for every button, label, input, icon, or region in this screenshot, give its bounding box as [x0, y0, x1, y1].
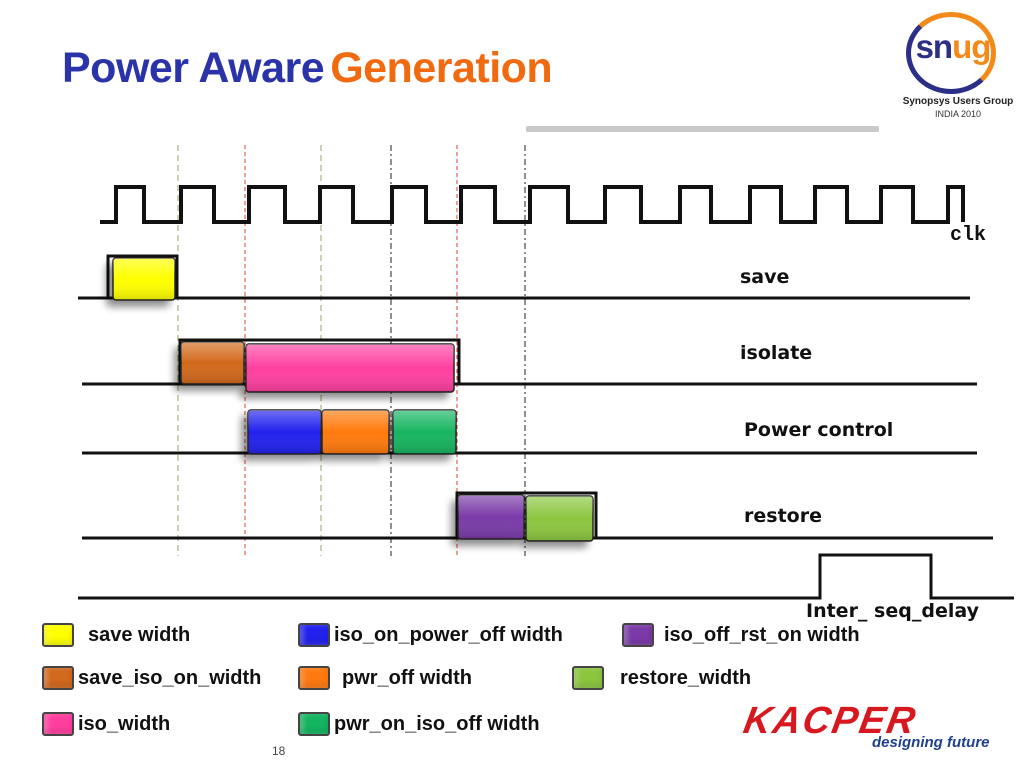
- legend-swatch: [622, 623, 654, 647]
- legend-swatch: [42, 623, 74, 647]
- legend-iso-off-rst-on-width: iso_off_rst_on width: [622, 622, 860, 648]
- restore-pulse-outline: [455, 491, 598, 538]
- title-part-1: Power Aware: [62, 44, 325, 92]
- legend-swatch: [298, 712, 330, 736]
- legend-label: pwr_off width: [342, 666, 472, 689]
- legend-iso-on-power-off-width: iso_on_power_off width: [298, 622, 563, 648]
- legend-swatch: [298, 623, 330, 647]
- clk-waveform: [100, 185, 965, 224]
- clk-label: clk: [950, 224, 987, 247]
- iso-on-power-off-width-segment: [247, 409, 322, 455]
- kacper-tagline: designing future: [872, 734, 990, 751]
- logo-word: snug: [910, 28, 996, 66]
- power-control-label: Power control: [744, 419, 894, 441]
- legend-label: iso_width: [78, 712, 171, 735]
- kacper-logo: KACPER designing future: [740, 700, 1006, 756]
- legend-save-width: save width: [42, 622, 190, 648]
- save-width-segment: [112, 257, 176, 301]
- iso-off-rst-on-width-segment: [457, 494, 525, 540]
- pwr-off-width-segment: [321, 409, 390, 455]
- logo-subtitle: Synopsys Users Group: [902, 96, 1014, 107]
- pwr-on-iso-off-width-segment: [392, 409, 457, 455]
- iso-width-segment: [245, 343, 455, 393]
- logo-word-b: ug: [952, 28, 991, 65]
- restore-width-segment: [525, 495, 594, 542]
- inter-seq-delay-waveform: [78, 553, 1014, 600]
- title-underline: [526, 126, 879, 132]
- legend-label: save_iso_on_width: [78, 666, 262, 689]
- legend-label: save width: [88, 623, 191, 646]
- legend-swatch: [42, 666, 74, 690]
- save-iso-on-width-segment: [180, 341, 245, 385]
- title-part-2: Generation: [330, 44, 553, 92]
- logo-ring-icon: [906, 12, 996, 94]
- legend-pwr-on-iso-off-width: pwr_on_iso_off width: [298, 711, 540, 737]
- legend-save-iso-on-width: save_iso_on_width: [42, 665, 261, 691]
- save-pulse-outline: [106, 254, 179, 298]
- save-label: save: [740, 266, 790, 288]
- legend-label: iso_on_power_off width: [334, 623, 563, 646]
- isolate-label: isolate: [740, 342, 813, 364]
- legend-iso-width: iso_width: [42, 711, 170, 737]
- legend-restore-width: restore_width: [572, 665, 751, 691]
- legend-swatch: [298, 666, 330, 690]
- logo-year: INDIA 2010: [934, 109, 982, 119]
- restore-label: restore: [744, 505, 822, 527]
- logo-word-a: sn: [915, 28, 954, 65]
- legend-swatch: [42, 712, 74, 736]
- legend-label: pwr_on_iso_off width: [334, 712, 540, 735]
- legend-label: restore_width: [620, 666, 752, 689]
- inter-seq-delay-label: Inter_ seq_delay: [806, 600, 979, 622]
- legend-swatch: [572, 666, 604, 690]
- legend-label: iso_off_rst_on width: [664, 623, 860, 646]
- isolate-pulse-outline: [178, 338, 461, 384]
- snug-logo: snug Synopsys Users Group INDIA 2010: [892, 12, 1024, 124]
- page-number: 18: [272, 744, 286, 758]
- legend-pwr-off-width: pwr_off width: [298, 665, 472, 691]
